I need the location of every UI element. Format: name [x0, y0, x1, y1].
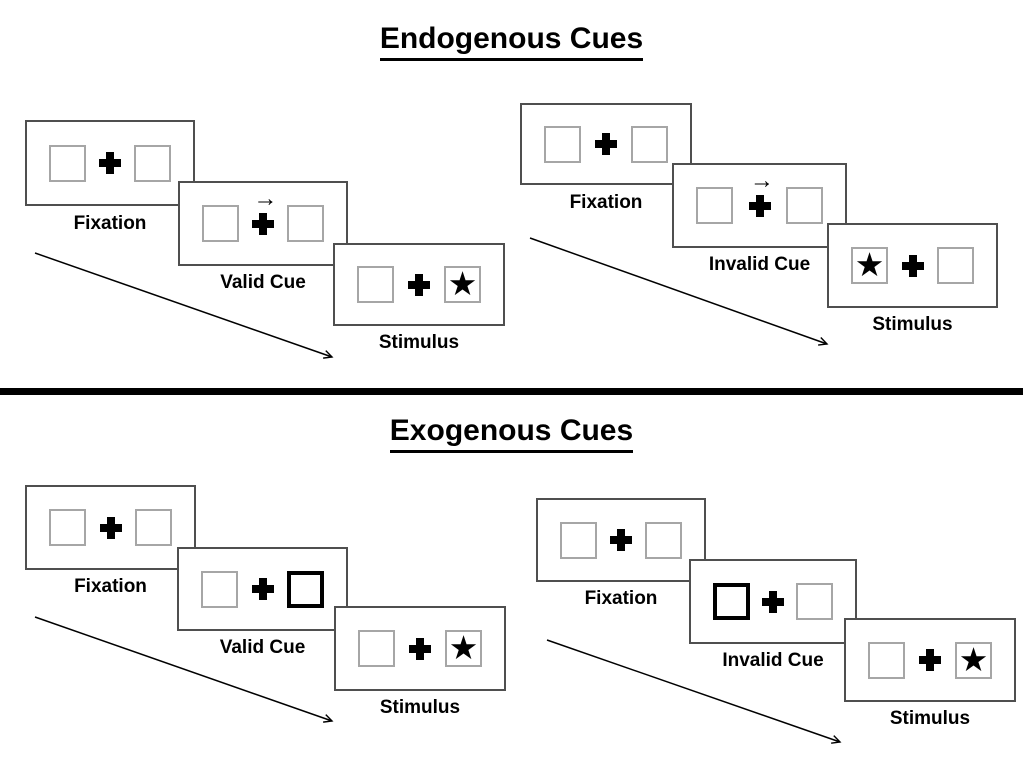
star-stimulus-icon: ★: [447, 265, 478, 302]
right-highlighted-cue-box: [287, 570, 324, 608]
right-placeholder-box: [287, 205, 324, 242]
left-placeholder-box: [358, 630, 395, 667]
left-placeholder-box: [544, 125, 581, 163]
right-placeholder-box: [134, 144, 171, 182]
star-stimulus-icon: ★: [448, 629, 479, 666]
left-placeholder-box: [49, 144, 86, 182]
section-title-endogenous: Endogenous Cues: [0, 22, 1023, 61]
panel-label-fixation: Fixation: [569, 192, 643, 213]
section-divider: [0, 388, 1023, 395]
fixation-cross-icon: [99, 152, 121, 174]
left-placeholder-box: [696, 187, 733, 224]
panel-label-fixation: Fixation: [584, 588, 658, 609]
section-title-exogenous: Exogenous Cues: [0, 414, 1023, 453]
right-placeholder-box: [937, 247, 974, 284]
endogenous-invalid-fixation-screen: [520, 103, 692, 185]
timeline-arrow-endogenous-invalid: [529, 237, 829, 346]
endogenous-valid-cue-screen: →: [178, 181, 348, 266]
fixation-cross-icon: [408, 273, 430, 296]
left-placeholder-box: [868, 641, 905, 679]
right-target-box: ★: [445, 630, 482, 667]
fixation-cross-icon: [409, 637, 431, 660]
panel-label-valid-cue: Valid Cue: [219, 637, 306, 658]
timeline-arrow-exogenous-invalid: [546, 639, 842, 744]
left-placeholder-box: [202, 205, 239, 242]
right-placeholder-box: [786, 187, 823, 224]
endogenous-valid-fixation-screen: [25, 120, 195, 206]
star-stimulus-icon: ★: [958, 640, 989, 678]
star-stimulus-icon: ★: [854, 246, 885, 283]
panel-label-fixation: Fixation: [73, 213, 147, 234]
panel-label-valid-cue: Valid Cue: [220, 272, 306, 293]
fixation-cross-icon: [748, 194, 771, 217]
fixation-cross-icon: [610, 529, 632, 551]
left-target-box: ★: [851, 247, 888, 284]
fixation-cross-icon: [99, 516, 122, 539]
right-arrow-cue-icon: →: [749, 166, 774, 194]
exogenous-invalid-stimulus-screen: ★: [844, 618, 1016, 702]
left-placeholder-box: [357, 266, 394, 303]
fixation-cross-icon: [919, 649, 941, 671]
timeline-arrow-exogenous-valid: [34, 616, 334, 723]
exogenous-valid-cue-screen: [177, 547, 348, 631]
right-placeholder-box: [135, 509, 172, 546]
fixation-cross-icon: [901, 254, 924, 277]
exogenous-valid-stimulus-screen: ★: [334, 606, 506, 691]
panel-label-stimulus: Stimulus: [872, 314, 953, 335]
panel-label-stimulus: Stimulus: [378, 332, 460, 353]
section-title-text: Endogenous Cues: [379, 22, 644, 61]
left-placeholder-box: [49, 509, 86, 546]
right-target-box: ★: [444, 266, 481, 303]
left-placeholder-box: [201, 570, 238, 608]
right-arrow-cue-icon: →: [253, 184, 278, 212]
exogenous-valid-fixation-screen: [25, 485, 196, 570]
fixation-cross-icon: [252, 212, 274, 235]
left-placeholder-box: [560, 521, 597, 559]
panel-label-invalid-cue: Invalid Cue: [708, 254, 811, 275]
panel-label-stimulus: Stimulus: [889, 708, 971, 729]
panel-label-stimulus: Stimulus: [379, 697, 461, 718]
left-highlighted-cue-box: [713, 583, 750, 620]
panel-label-fixation: Fixation: [74, 576, 147, 597]
right-target-box: ★: [955, 640, 992, 679]
endogenous-valid-stimulus-screen: ★: [333, 243, 505, 326]
endogenous-invalid-stimulus-screen: ★: [827, 223, 998, 308]
section-title-text: Exogenous Cues: [389, 414, 634, 453]
endogenous-invalid-cue-screen: →: [672, 163, 847, 248]
right-placeholder-box: [631, 125, 668, 163]
fixation-cross-icon: [595, 133, 617, 155]
timeline-arrow-endogenous-valid: [34, 252, 334, 359]
right-placeholder-box: [796, 583, 833, 620]
fixation-cross-icon: [251, 578, 274, 600]
exogenous-invalid-cue-screen: [689, 559, 857, 644]
right-placeholder-box: [645, 521, 682, 559]
exogenous-invalid-fixation-screen: [536, 498, 706, 582]
fixation-cross-icon: [762, 590, 784, 613]
panel-label-invalid-cue: Invalid Cue: [722, 650, 824, 671]
